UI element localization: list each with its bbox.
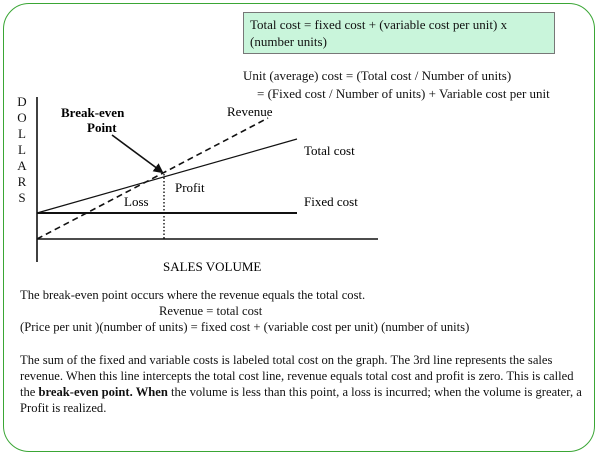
y-axis-letter: D (17, 94, 27, 109)
break-even-arrow (111, 134, 164, 174)
y-axis-letter: S (18, 190, 26, 205)
summary-bold-text: break-even point. When (38, 385, 168, 399)
formula-line-1: Total cost = fixed cost + (variable cost… (250, 17, 508, 32)
break-even-label: Point (87, 120, 117, 135)
summary-text-1: The sum of the fixed and variable costs … (20, 353, 574, 399)
x-axis-label: SALES VOLUME (163, 259, 261, 274)
total-cost-formula-box: Total cost = fixed cost + (variable cost… (243, 12, 555, 54)
y-axis-letter: R (17, 174, 27, 189)
explanation-line-2: Revenue = total cost (159, 304, 263, 318)
y-axis-letter: A (17, 158, 27, 173)
y-axis-letter: L (18, 142, 26, 157)
profit-label: Profit (175, 180, 205, 195)
unit-cost-line-1: Unit (average) cost = (Total cost / Numb… (243, 68, 512, 83)
content-frame (3, 3, 595, 452)
revenue-line (36, 117, 269, 240)
y-axis-letter: O (17, 110, 27, 125)
explanation-line-3: (Price per unit )(number of units) = fix… (20, 320, 470, 334)
fixed-cost-label: Fixed cost (304, 194, 358, 209)
summary-paragraph: The sum of the fixed and variable costs … (20, 352, 582, 416)
revenue-label: Revenue (227, 104, 273, 119)
loss-label: Loss (124, 194, 149, 209)
y-axis-letter: L (18, 126, 26, 141)
break-even-label: Break-even (61, 105, 125, 120)
formula-line-2: (number units) (250, 34, 327, 49)
unit-cost-line-2: = (Fixed cost / Number of units) + Varia… (257, 86, 550, 101)
total-cost-line (36, 138, 298, 214)
total-cost-label: Total cost (304, 143, 355, 158)
explanation-line-1: The break-even point occurs where the re… (20, 288, 366, 302)
summary-text-2: the volume is less than this point, a lo… (20, 385, 582, 415)
